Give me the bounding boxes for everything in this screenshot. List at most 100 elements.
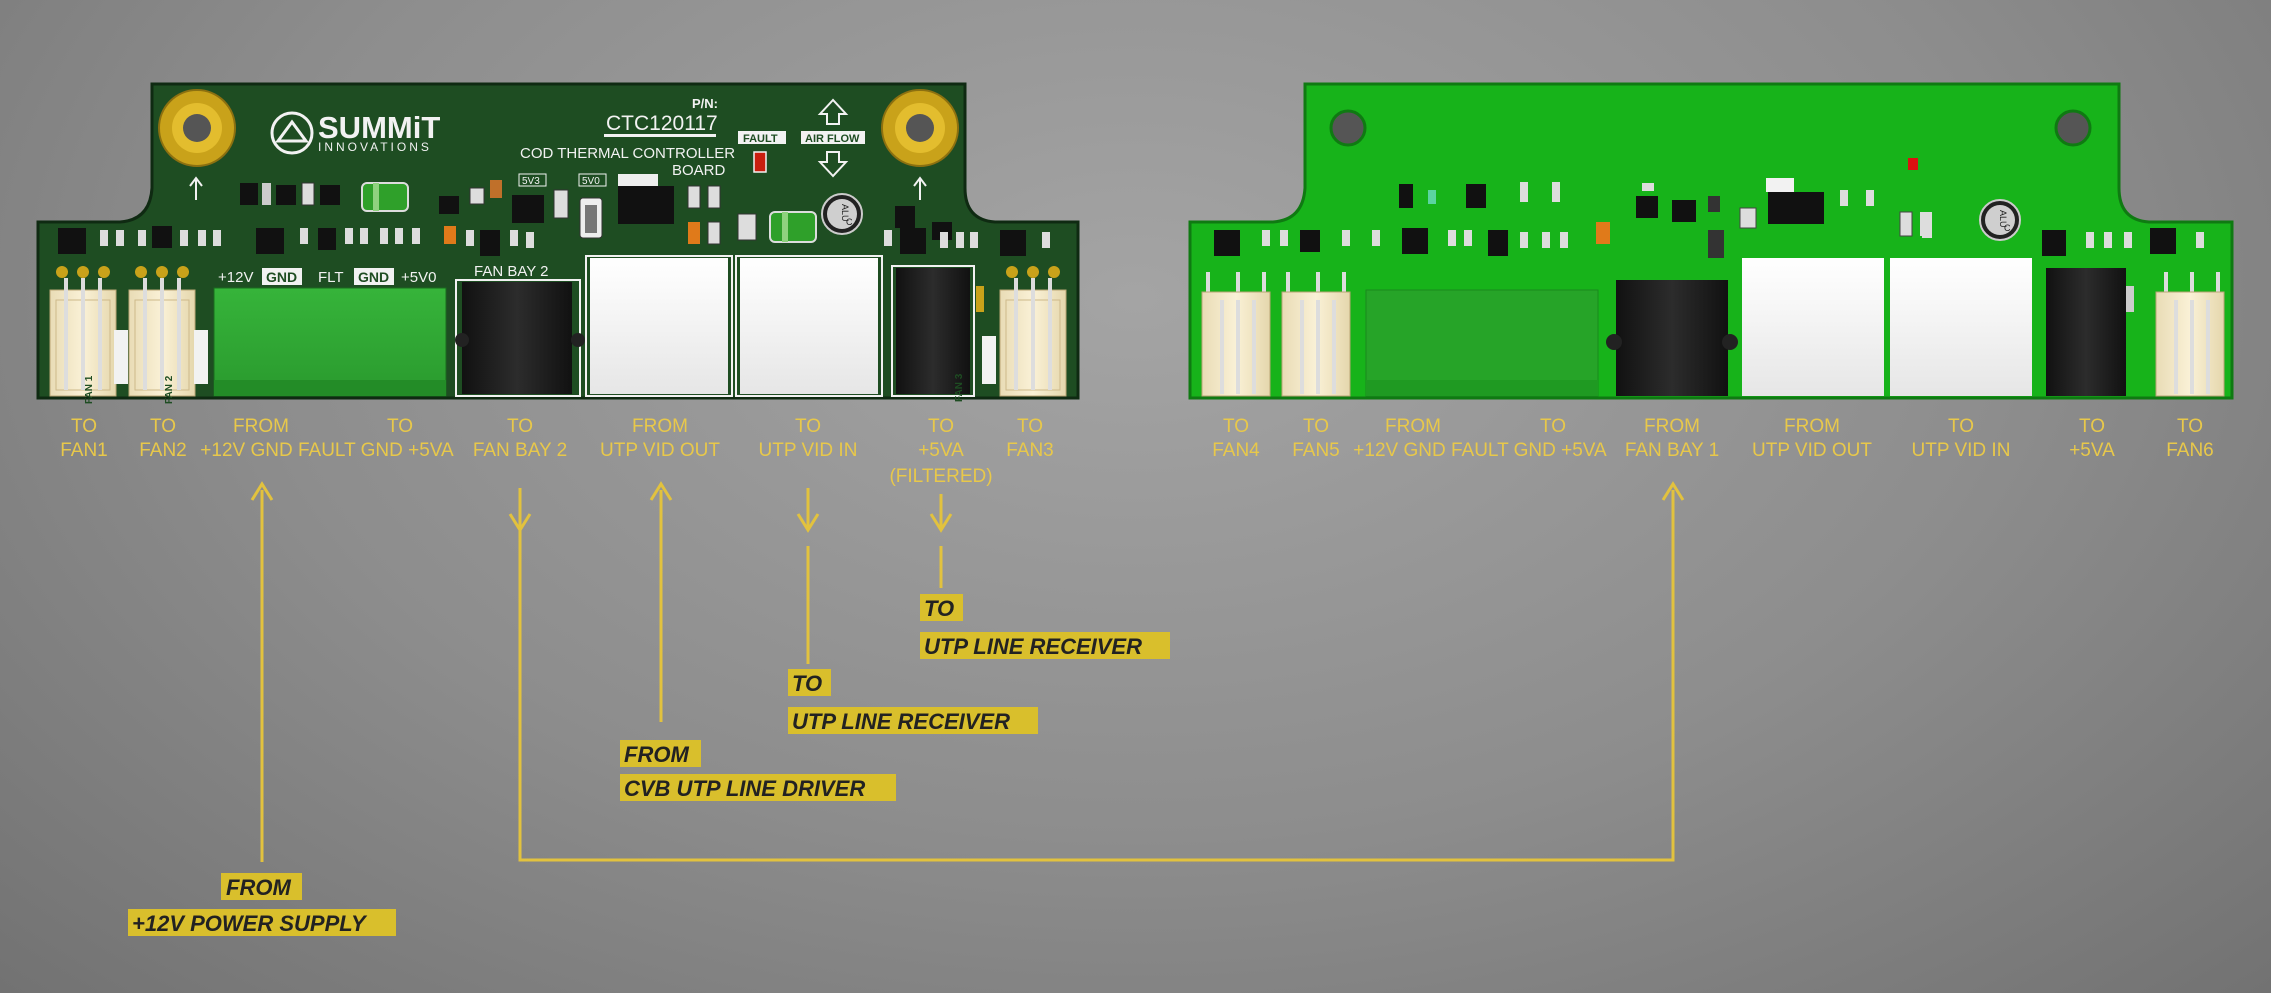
regulator-5v3-label: 5V3 (522, 176, 540, 187)
fan3-connector: FAN 3 (954, 266, 1067, 402)
board-2-dc-barrel-jack (2046, 268, 2134, 396)
fan-bay-1-jack (1606, 280, 1738, 396)
port-labels-board-2: TO FAN4 TO FAN5 FROM TO +12V GND FAULT G… (1212, 416, 2214, 461)
callout-power-line2: +12V POWER SUPPLY (132, 911, 368, 936)
brand-name: SUMMiT (318, 110, 440, 145)
airflow-indicator: AIR FLOW (801, 98, 865, 178)
fault-label: FAULT (743, 133, 778, 145)
callout-receiver-2: TO UTP LINE RECEIVER (920, 594, 1170, 659)
board-2-hole-left (1329, 109, 1367, 147)
terminal-gnd2-label: GND (358, 269, 389, 285)
fan2-tag: FAN 2 (164, 375, 175, 404)
callout-recv1-line2: UTP LINE RECEIVER (792, 709, 1010, 734)
terminal-gnd1-label: GND (266, 269, 297, 285)
port-label-terminal-line1a: FROM (233, 416, 289, 437)
port-labels-board-1: TO FAN1 TO FAN2 FROM TO +12V GND FAULT G… (60, 416, 1054, 487)
callout-recv1-line1: TO (792, 671, 822, 696)
port-label-terminal2-line1a: FROM (1385, 416, 1441, 437)
smd-components (58, 174, 1050, 256)
wire-fanbay2-arrowhead-icon (508, 513, 532, 533)
port-label-vidin-line1: TO (795, 416, 821, 437)
terminal-12v-label: +12V (218, 269, 253, 286)
port-label-fan2-line1: TO (150, 416, 176, 437)
fan-bay-2-jack (455, 279, 585, 397)
port-label-terminal-line2: +12V GND FAULT GND +5VA (200, 440, 454, 461)
port-label-fan2-line2: FAN2 (139, 440, 187, 461)
airflow-up-arrow-icon (817, 98, 849, 125)
up-arrow-right-icon (913, 176, 927, 200)
port-label-fan4-line2: FAN4 (1212, 440, 1260, 461)
fan1-tag: FAN 1 (84, 375, 95, 404)
callout-driver-line2: CVB UTP LINE DRIVER (624, 776, 865, 801)
terminal-5v0-label: +5V0 (401, 269, 436, 286)
port-label-vidin2-line2: UTP VID IN (1912, 440, 2011, 461)
board-2-utp-vid-in-jack (1890, 258, 2032, 396)
airflow-label: AIR FLOW (805, 133, 860, 145)
board-2-capacitor-c-label: C (2004, 223, 2011, 233)
port-label-5va-line2: +5VA (918, 440, 964, 461)
board-2-capacitor-label: ALU (1998, 210, 2008, 228)
port-label-terminal2-line1b: TO (1540, 416, 1566, 437)
port-label-fan6-line1: TO (2177, 416, 2203, 437)
mounting-hole-right (881, 89, 959, 167)
mounting-hole-left (158, 89, 236, 167)
port-label-vidout2-line2: UTP VID OUT (1752, 440, 1872, 461)
port-label-fan4-line1: TO (1223, 416, 1249, 437)
port-label-fanbay1-line1: FROM (1644, 416, 1700, 437)
board-2-utp-vid-out-jack (1742, 258, 1884, 396)
callout-recv2-line2: UTP LINE RECEIVER (924, 634, 1142, 659)
wire-power-arrowhead-icon (250, 481, 274, 501)
capacitor-c-label: C (846, 217, 853, 227)
port-label-fanbay2-line1: TO (507, 416, 533, 437)
port-label-fan5-line2: FAN5 (1292, 440, 1340, 461)
fan3-tag: FAN 3 (954, 373, 965, 402)
fan4-connector (1201, 272, 1271, 397)
port-label-vidin-line2: UTP VID IN (759, 440, 858, 461)
brand-subtitle: INNOVATIONS (318, 140, 432, 154)
part-number-label: P/N: (692, 96, 718, 111)
port-label-terminal2-line2: +12V GND FAULT GND +5VA (1353, 440, 1607, 461)
wire-receiver-2-arrowhead-icon (929, 513, 953, 533)
callout-power-supply: FROM +12V POWER SUPPLY (128, 873, 396, 936)
board-title-line2: BOARD (672, 162, 726, 179)
port-label-5va2-line1: TO (2079, 416, 2105, 437)
port-label-fan1-line2: FAN1 (60, 440, 108, 461)
fan2-connector: FAN 2 (128, 266, 208, 404)
utp-vid-in-jack (735, 255, 883, 397)
airflow-down-arrow-icon (817, 151, 849, 178)
wire-driver-arrowhead-icon (649, 481, 673, 501)
fan6-connector (2155, 272, 2225, 397)
callout-power-line1: FROM (226, 875, 291, 900)
part-number: CTC120117 (606, 112, 718, 135)
port-label-fan3-line1: TO (1017, 416, 1043, 437)
port-label-terminal-line1b: TO (387, 416, 413, 437)
wire-fan-bay-link (518, 488, 1675, 862)
port-label-fan6-line2: FAN6 (2166, 440, 2214, 461)
summit-logo: SUMMiT INNOVATIONS (270, 110, 440, 155)
capacitor-label: ALU (840, 204, 850, 222)
board-1: SUMMiT INNOVATIONS P/N: CTC120117 COD TH… (36, 82, 1080, 404)
board-2-smd-components (1214, 158, 2204, 258)
wire-fanbay1-arrowhead-icon (1661, 481, 1685, 501)
callout-receiver-1: TO UTP LINE RECEIVER (788, 669, 1038, 734)
wire-receiver-1-arrowhead-icon (796, 513, 820, 533)
fan5-connector (1281, 272, 1351, 397)
board-title-line1: COD THERMAL CONTROLLER (520, 145, 735, 162)
terminal-flt-label: FLT (318, 269, 344, 286)
callout-recv2-line1: TO (924, 596, 954, 621)
port-label-vidout2-line1: FROM (1784, 416, 1840, 437)
port-label-fanbay1-line2: FAN BAY 1 (1625, 440, 1719, 461)
up-arrow-left-icon (189, 176, 203, 200)
port-label-vidin2-line1: TO (1948, 416, 1974, 437)
port-label-fanbay2-line2: FAN BAY 2 (473, 440, 567, 461)
board-2-terminal-block (1365, 289, 1599, 397)
port-label-5va-line3: (FILTERED) (889, 466, 992, 487)
terminal-block: +12V GND FLT GND +5V0 (213, 268, 447, 397)
wiring (250, 481, 1685, 862)
fan-bay-2-label: FAN BAY 2 (474, 263, 548, 280)
fault-indicator: FAULT (738, 131, 786, 173)
port-label-vidout-line1: FROM (632, 416, 688, 437)
port-label-5va-line1: TO (928, 416, 954, 437)
board-2: ALU C (1188, 82, 2234, 400)
